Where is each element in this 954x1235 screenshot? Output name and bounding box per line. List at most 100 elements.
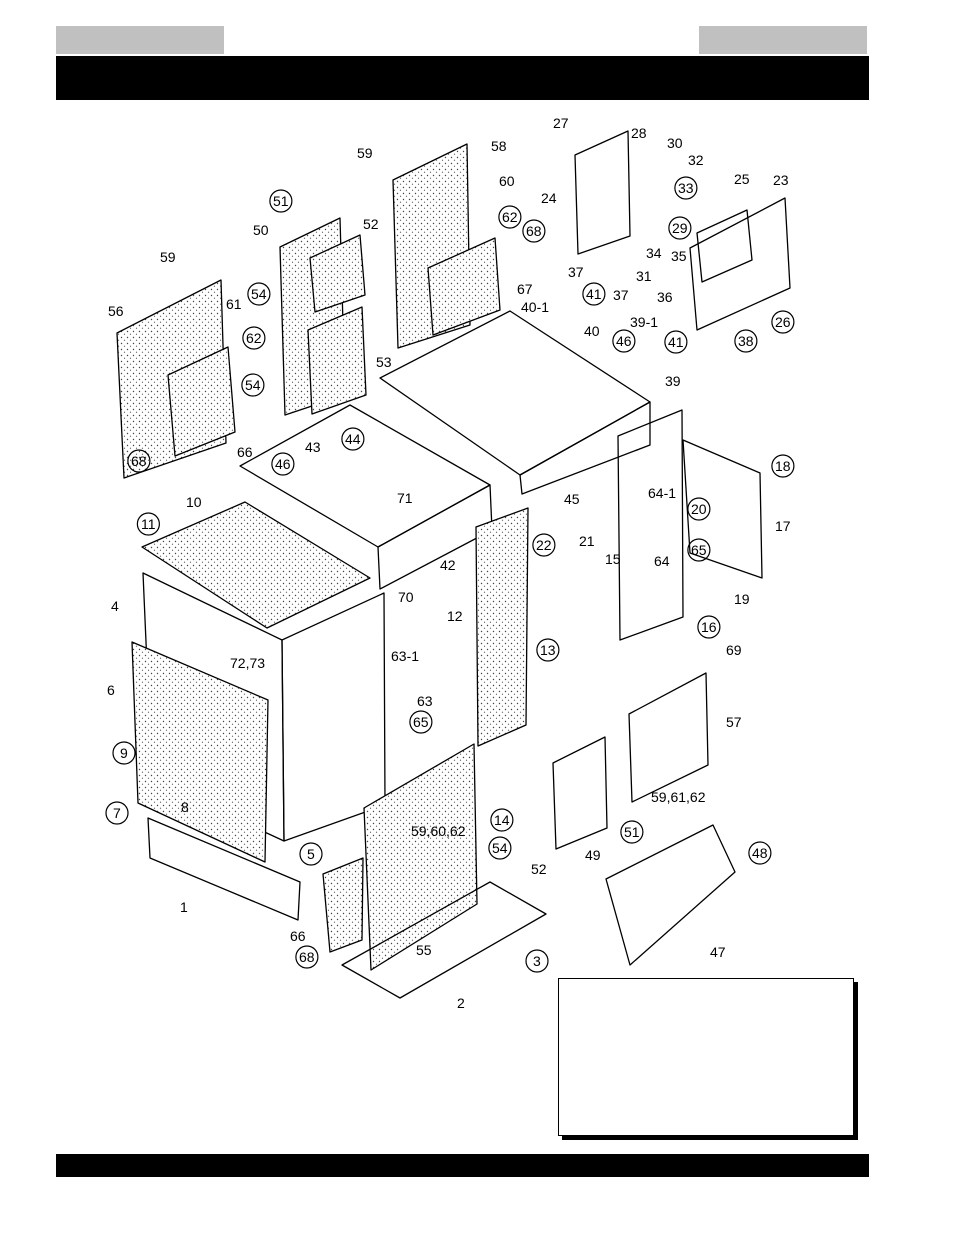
callout-circle (734, 329, 758, 353)
callout-22: 22 (536, 537, 552, 553)
panel-49 (552, 736, 608, 850)
callout-49: 49 (585, 847, 601, 863)
callout-circle (299, 842, 323, 866)
callout-23: 23 (773, 172, 789, 188)
callout-67: 67 (517, 281, 533, 297)
callout-circle (664, 330, 688, 354)
callout-59a: 59 (357, 145, 373, 161)
callout-51a: 51 (273, 193, 289, 209)
callout-48: 48 (752, 845, 768, 861)
callout-65b: 65 (413, 714, 429, 730)
callout-circle (748, 841, 772, 865)
callout-circle (242, 326, 266, 350)
callout-circle (697, 615, 721, 639)
callout-59-60-62: 59,60,62 (411, 823, 466, 839)
callout-4: 4 (111, 598, 119, 614)
callout-circle (112, 741, 136, 765)
callout-40-1: 40-1 (521, 299, 549, 315)
panel-57 (628, 672, 709, 803)
callout-32: 32 (688, 152, 704, 168)
callout-59-61-62: 59,61,62 (651, 789, 706, 805)
footer-bar (56, 1154, 869, 1177)
callout-54b: 54 (245, 377, 261, 393)
callout-39-1: 39-1 (630, 314, 658, 330)
callout-9: 9 (120, 745, 128, 761)
callout-63: 63 (417, 693, 433, 709)
callout-24: 24 (541, 190, 557, 206)
duct-67 (427, 237, 501, 336)
callout-circle (341, 427, 365, 451)
callout-60: 60 (499, 173, 515, 189)
callout-68c: 68 (299, 949, 315, 965)
callout-66b: 66 (290, 928, 306, 944)
callout-59b: 59 (160, 249, 176, 265)
callout-17: 17 (775, 518, 791, 534)
callout-47: 47 (710, 944, 726, 960)
callout-circle (687, 538, 711, 562)
callout-39: 39 (665, 373, 681, 389)
callout-41b: 41 (668, 334, 684, 350)
callout-63-1: 63-1 (391, 648, 419, 664)
callout-19: 19 (734, 591, 750, 607)
panel-24 (574, 130, 631, 255)
callout-35: 35 (671, 248, 687, 264)
callout-70: 70 (398, 589, 414, 605)
callout-56: 56 (108, 303, 124, 319)
callout-2: 2 (457, 995, 465, 1011)
callout-circle (488, 836, 512, 860)
plate-2 (341, 881, 547, 999)
callout-34: 34 (646, 245, 662, 261)
callout-42: 42 (440, 557, 456, 573)
callout-circle (127, 449, 151, 473)
callout-circle (771, 310, 795, 334)
callout-18: 18 (775, 458, 791, 474)
callout-72-73: 72,73 (230, 655, 265, 671)
panel-25 (696, 209, 753, 283)
callout-62a: 62 (502, 209, 518, 225)
callout-circle (490, 808, 514, 832)
callout-13: 13 (540, 642, 556, 658)
grille-47 (605, 824, 736, 966)
callout-33: 33 (678, 180, 694, 196)
callout-labels: 27 28 30 32 33 24 29 34 35 31 37 37 25 2… (105, 115, 795, 1011)
callout-circle (105, 801, 129, 825)
callout-55: 55 (416, 942, 432, 958)
callout-68a: 68 (526, 223, 542, 239)
callout-circle (525, 949, 549, 973)
callout-circle (247, 282, 271, 306)
callout-6: 6 (107, 682, 115, 698)
callout-21: 21 (579, 533, 595, 549)
callout-69: 69 (726, 642, 742, 658)
callout-circle (532, 533, 556, 557)
callout-37a: 37 (568, 264, 584, 280)
panel-23 (689, 197, 791, 331)
callout-66a: 66 (237, 444, 253, 460)
callout-12: 12 (447, 608, 463, 624)
callout-circle (498, 205, 522, 229)
note-box (558, 978, 854, 1136)
callout-52b: 52 (531, 861, 547, 877)
callout-14: 14 (494, 812, 510, 828)
callout-29: 29 (672, 220, 688, 236)
callout-circle (771, 454, 795, 478)
callout-41a: 41 (586, 286, 602, 302)
callout-7: 7 (113, 805, 121, 821)
callout-26: 26 (775, 314, 791, 330)
callout-11: 11 (141, 516, 156, 532)
callout-circle (612, 329, 636, 353)
header-tab-right (699, 26, 867, 54)
callout-38: 38 (738, 333, 754, 349)
callout-40: 40 (584, 323, 600, 339)
base-1 (147, 817, 301, 921)
callout-45: 45 (564, 491, 580, 507)
header-tab-left (56, 26, 224, 54)
callout-circle (522, 219, 546, 243)
callout-circle (409, 710, 433, 734)
box-45 (519, 401, 651, 495)
callout-30: 30 (667, 135, 683, 151)
callout-circle (674, 176, 698, 200)
callout-51b: 51 (624, 824, 640, 840)
cabinet-side (281, 592, 386, 842)
callout-54a: 54 (251, 286, 267, 302)
